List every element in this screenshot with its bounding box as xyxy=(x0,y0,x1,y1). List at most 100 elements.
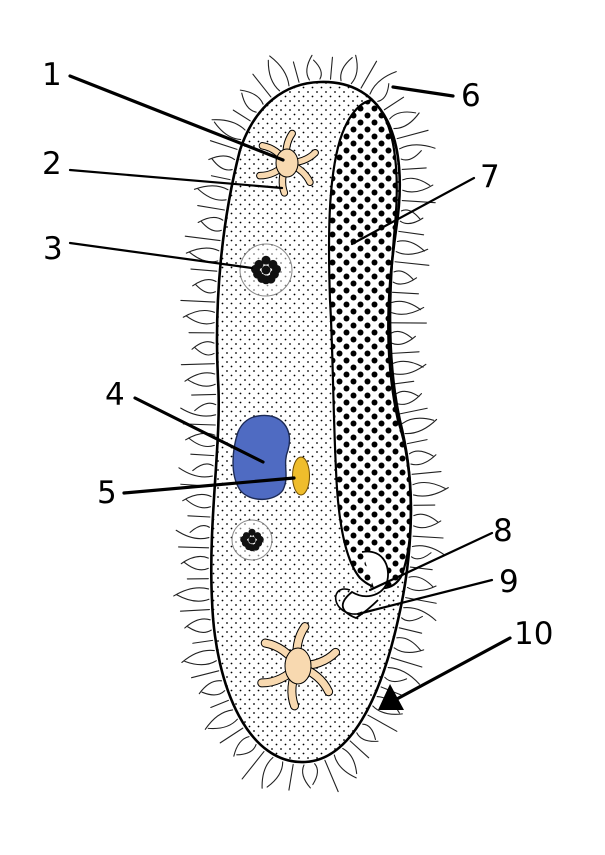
cilium xyxy=(396,129,429,140)
cilium xyxy=(269,55,290,87)
cilium xyxy=(356,732,379,742)
cilium xyxy=(183,561,209,571)
cilium xyxy=(219,727,244,744)
cilium xyxy=(211,119,246,131)
cilium xyxy=(210,175,231,181)
cilium xyxy=(188,437,215,448)
cilium xyxy=(350,54,358,85)
food-particle xyxy=(272,264,281,274)
cilium xyxy=(176,594,210,602)
cilium xyxy=(180,407,217,417)
cilium xyxy=(400,209,421,220)
leader-7 xyxy=(350,176,476,246)
cilium xyxy=(392,277,418,285)
cilium xyxy=(391,335,416,345)
cilium xyxy=(193,185,229,191)
cilium xyxy=(412,487,449,497)
cilium xyxy=(394,261,430,266)
cilium xyxy=(362,723,377,741)
cilium xyxy=(389,111,417,120)
cilium xyxy=(408,450,434,457)
cilium xyxy=(377,83,390,102)
cilium xyxy=(349,740,370,759)
leader-1 xyxy=(68,74,285,162)
label-5: 5 xyxy=(97,475,117,511)
cilium xyxy=(399,407,428,415)
cilium xyxy=(192,278,217,287)
cilium xyxy=(399,217,424,225)
cilium xyxy=(372,705,403,715)
food-particle xyxy=(261,255,271,265)
cilium xyxy=(387,666,421,685)
cilium xyxy=(267,59,281,92)
cilium xyxy=(401,615,423,622)
cilium xyxy=(182,493,212,502)
label-6: 6 xyxy=(461,78,481,114)
cilium xyxy=(413,520,442,529)
cilium xyxy=(232,109,251,122)
cilium xyxy=(181,649,215,664)
food-particle xyxy=(266,274,276,284)
cilium xyxy=(399,144,436,150)
cilium xyxy=(390,330,414,340)
leader-6 xyxy=(391,85,455,98)
cilium xyxy=(175,529,210,540)
cilium xyxy=(178,546,210,549)
food-particle xyxy=(240,535,248,543)
cilium xyxy=(182,309,215,318)
cilium xyxy=(401,167,427,171)
food-particle xyxy=(257,273,267,283)
cilium xyxy=(241,751,265,780)
cilium xyxy=(411,471,442,475)
cilium xyxy=(185,498,211,509)
cilium xyxy=(194,347,215,356)
cilium xyxy=(408,576,434,588)
cilium xyxy=(302,764,311,789)
cilium xyxy=(180,299,216,303)
cilium xyxy=(194,402,217,412)
food-particle xyxy=(261,265,271,275)
food-vacuole-upper xyxy=(239,243,293,297)
cilium xyxy=(187,515,211,518)
cilium xyxy=(233,736,250,757)
contractile-vacuole-center xyxy=(284,647,312,685)
cilium xyxy=(197,205,225,211)
cilium xyxy=(400,150,422,161)
cilium xyxy=(180,555,209,565)
cilium xyxy=(367,714,398,732)
cilium xyxy=(192,639,214,644)
food-particle xyxy=(256,535,264,543)
food-vacuole-lower xyxy=(231,519,273,561)
cilium xyxy=(401,200,436,204)
cilium xyxy=(184,235,221,242)
food-particle xyxy=(248,528,256,536)
cilium xyxy=(412,481,446,490)
anal-pore-marker xyxy=(378,684,404,710)
cilium xyxy=(187,626,212,633)
cilium xyxy=(178,467,213,478)
cilium xyxy=(201,690,226,696)
cilium xyxy=(204,709,234,730)
cilium xyxy=(197,188,227,201)
cilium xyxy=(392,360,424,368)
cilium xyxy=(185,432,216,441)
cilium xyxy=(210,699,229,709)
cilium xyxy=(198,680,223,695)
cilium xyxy=(266,761,284,788)
cilium xyxy=(208,155,236,161)
leader-10 xyxy=(393,636,512,702)
cilium xyxy=(395,390,420,397)
cilium xyxy=(306,54,313,81)
food-particle xyxy=(245,543,253,551)
cilium xyxy=(340,57,353,82)
label-8: 8 xyxy=(493,513,513,549)
food-particle xyxy=(248,536,256,544)
cilium xyxy=(192,463,214,472)
cilium xyxy=(292,61,300,83)
label-9: 9 xyxy=(499,564,519,600)
cilium xyxy=(395,248,429,255)
cilium xyxy=(213,121,242,141)
cilium xyxy=(391,351,420,354)
cilium xyxy=(211,158,233,171)
cilium xyxy=(390,657,423,668)
